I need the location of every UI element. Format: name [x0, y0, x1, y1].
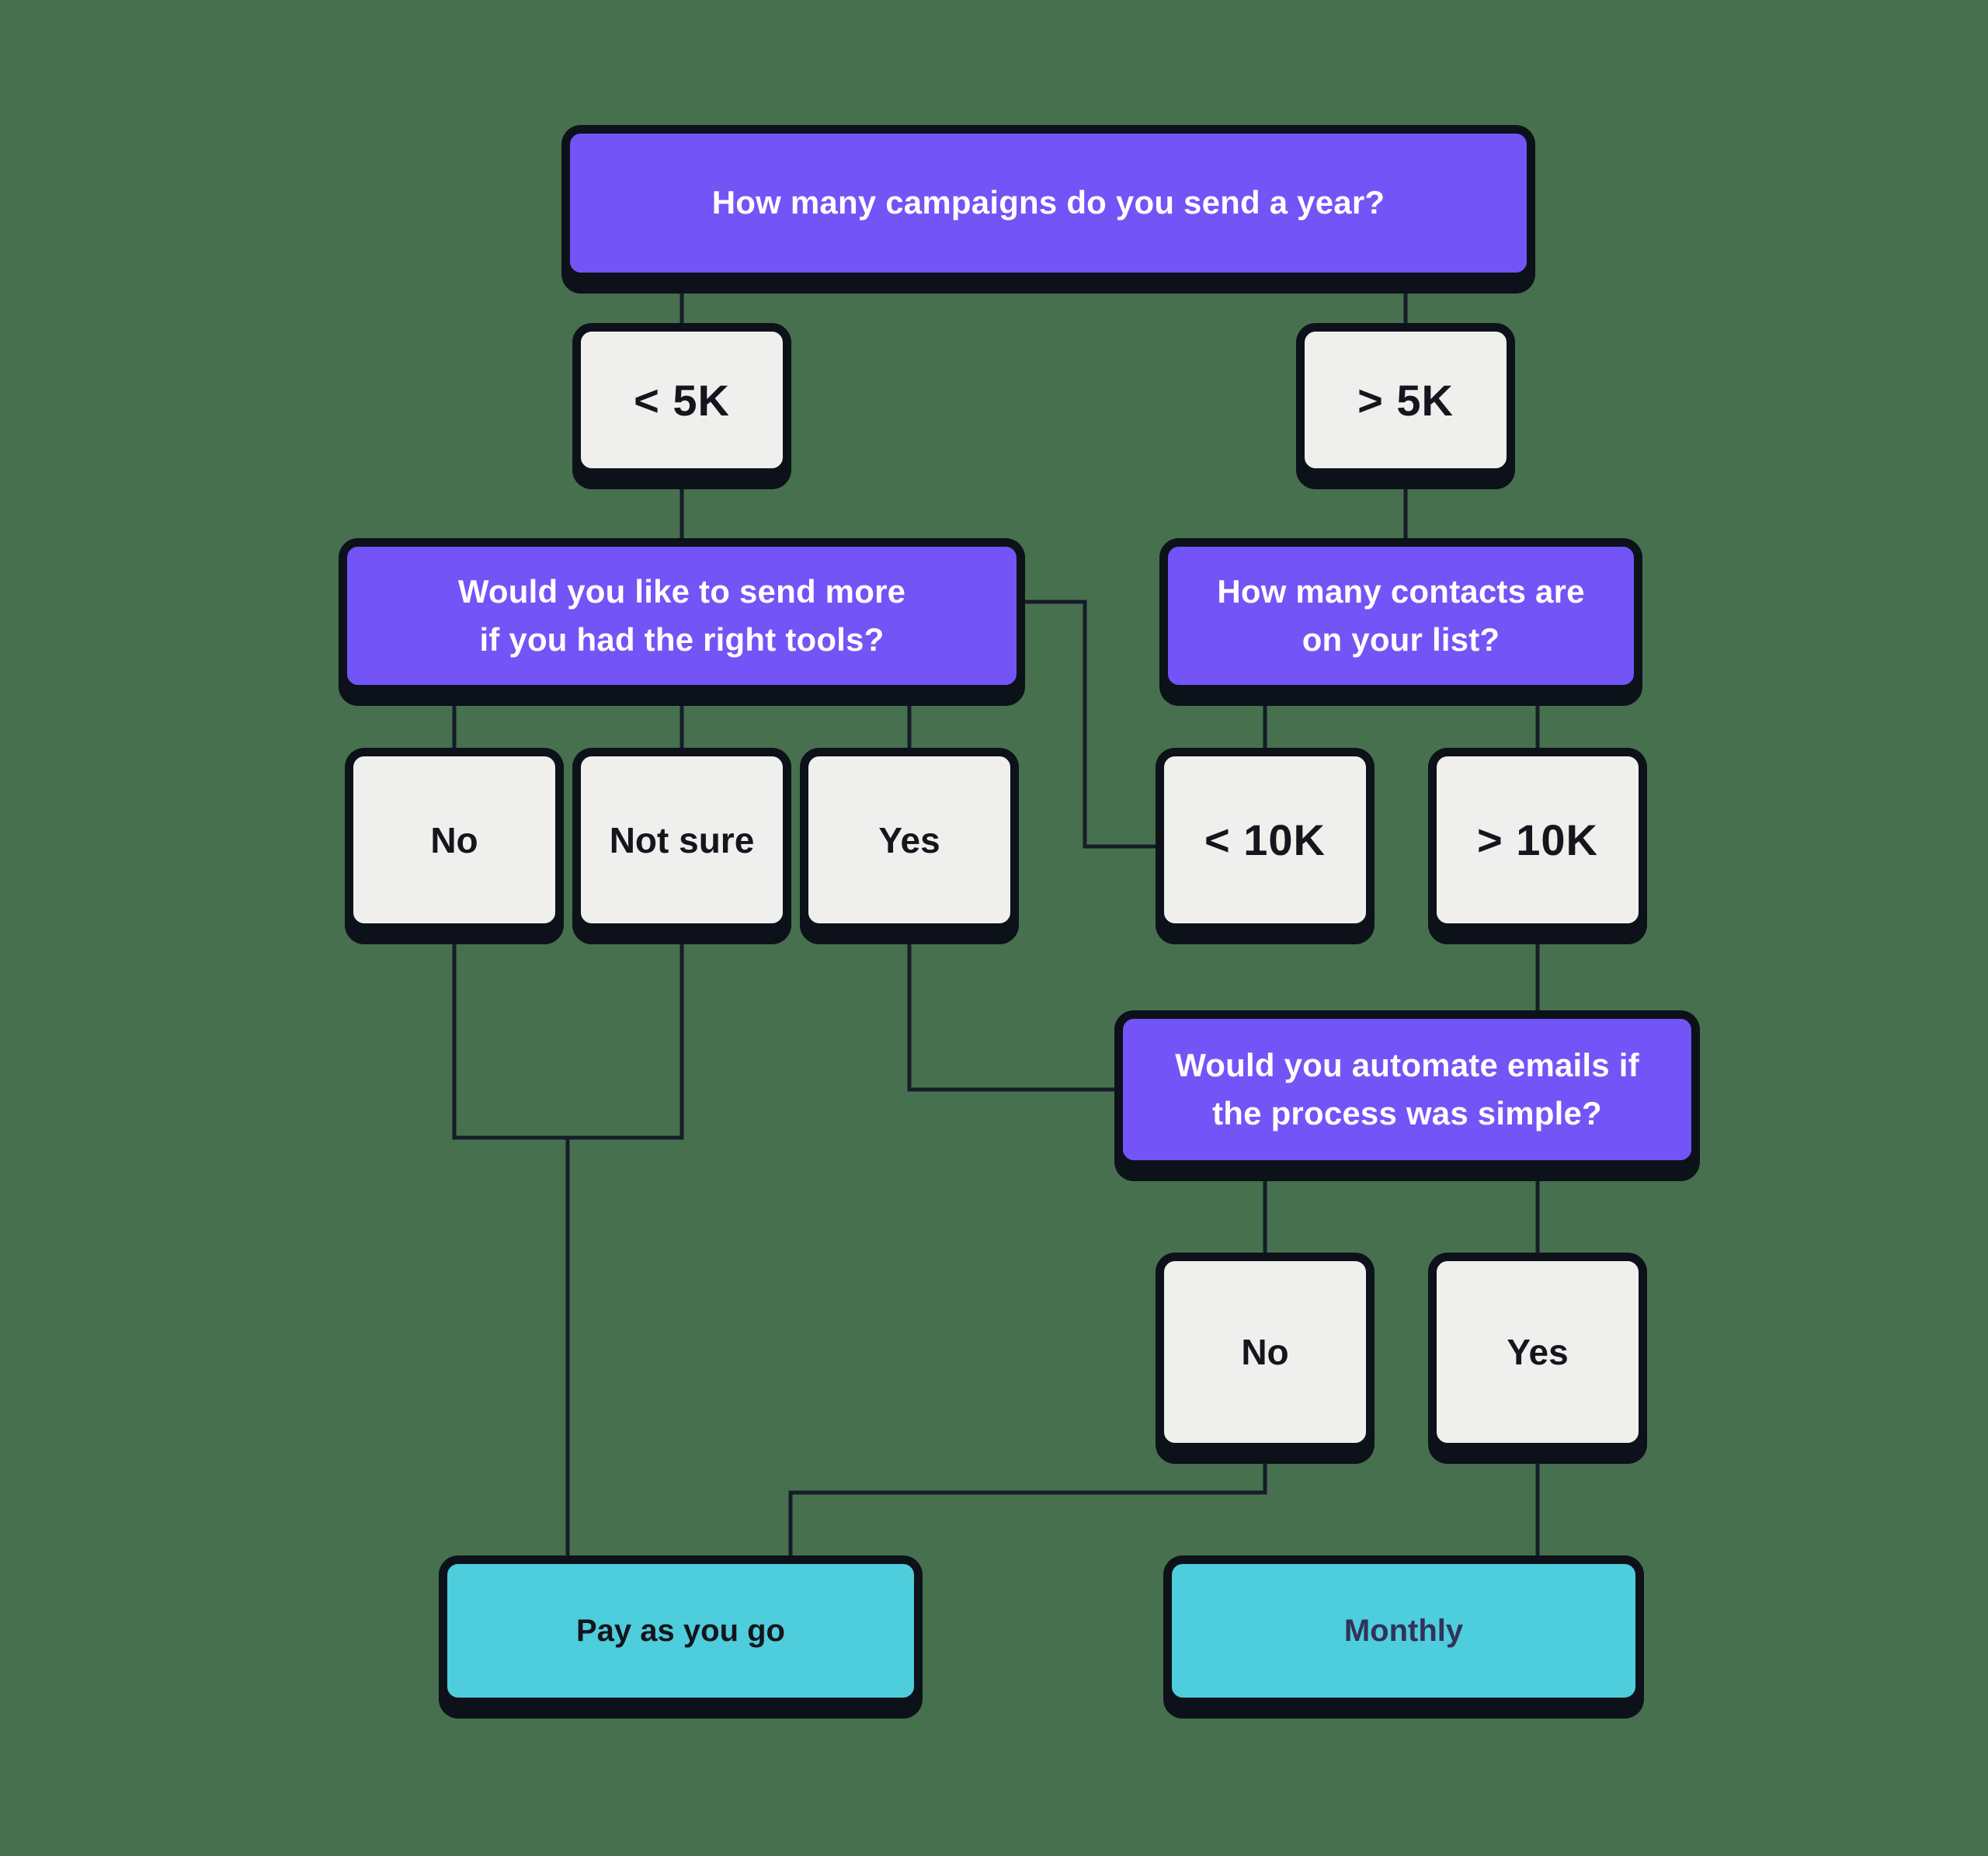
result-label: Monthly: [1343, 1613, 1464, 1648]
node-answer-over-5k: > 5K: [1302, 328, 1510, 471]
node-answer-under-5k: < 5K: [578, 328, 786, 471]
node-answer-yes-automate: Yes: [1434, 1258, 1642, 1446]
answer-label: No: [1241, 1332, 1289, 1372]
answer-label: Yes: [878, 819, 940, 860]
question-label: How many contacts are on your list?: [1217, 572, 1585, 658]
question-label: How many campaigns do you send a year?: [711, 184, 1385, 221]
answer-label: No: [430, 819, 478, 860]
node-answer-no-tools: No: [350, 753, 558, 926]
answer-label: > 10K: [1477, 815, 1598, 864]
node-answer-not-sure: Not sure: [578, 753, 786, 926]
answer-label: Not sure: [609, 819, 755, 860]
connector-no-notsure-merge: [452, 926, 684, 1140]
node-question-campaigns-per-year: How many campaigns do you send a year?: [567, 130, 1530, 276]
connector-no-pay: [788, 1446, 1267, 1561]
answer-label: > 5K: [1357, 375, 1454, 425]
node-answer-over-10k: > 10K: [1434, 753, 1642, 926]
node-answer-under-10k: < 10K: [1161, 753, 1369, 926]
node-question-automate-emails: Would you automate emails if the process…: [1120, 1016, 1694, 1163]
node-result-pay-as-you-go: Pay as you go: [444, 1561, 917, 1701]
question-label: Would you automate emails if the process…: [1175, 1046, 1639, 1131]
node-result-monthly: Monthly: [1169, 1561, 1639, 1701]
answer-label: Yes: [1507, 1332, 1569, 1372]
node-answer-no-automate: No: [1161, 1258, 1369, 1446]
node-question-send-more: Would you like to send more if you had t…: [344, 544, 1020, 688]
answer-label: < 5K: [634, 375, 730, 425]
node-question-contacts-on-list: How many contacts are on your list?: [1165, 544, 1637, 688]
result-label: Pay as you go: [576, 1613, 785, 1648]
node-answer-yes-tools: Yes: [805, 753, 1013, 926]
connector-yes-automate: [907, 926, 1120, 1092]
connector-sendmore-lt10k: [1020, 600, 1161, 849]
answer-label: < 10K: [1204, 815, 1326, 864]
question-label: Would you like to send more if you had t…: [457, 572, 906, 658]
